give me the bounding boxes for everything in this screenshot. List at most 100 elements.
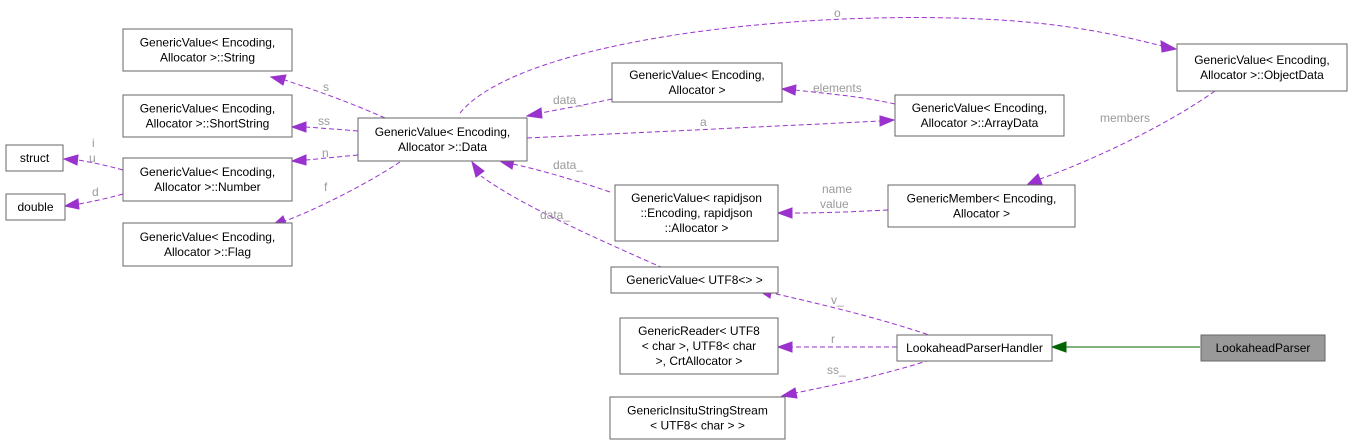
node-label-line: GenericMember< Encoding, — [907, 192, 1057, 206]
node-label-line: Allocator >::ShortString — [146, 117, 270, 131]
node-box — [122, 157, 293, 202]
node-box — [1200, 334, 1326, 362]
node-number[interactable]: GenericValue< Encoding,Allocator >::Numb… — [122, 157, 293, 202]
node-label-line: < char >, UTF8< char — [642, 339, 756, 353]
edge-label-s: s — [323, 80, 329, 94]
edge-label-i: i — [92, 136, 95, 150]
node-box — [357, 117, 528, 162]
edge-label-data-gv: data_ — [553, 93, 583, 107]
edge-label-u: u — [89, 151, 96, 165]
edge-label-o: o — [834, 6, 841, 20]
edge-label-d: d — [92, 185, 99, 199]
edge-label-v: v_ — [831, 293, 844, 307]
node-box — [609, 396, 786, 440]
edge-n: n — [290, 146, 359, 166]
node-label-line: Allocator >::String — [160, 51, 255, 65]
node-data[interactable]: GenericValue< Encoding,Allocator >::Data — [357, 117, 528, 162]
node-label-line: LookaheadParser — [1216, 341, 1311, 355]
node-box — [5, 193, 66, 221]
node-box — [619, 317, 779, 375]
node-label-line: GenericValue< Encoding, — [912, 101, 1048, 115]
node-box — [894, 94, 1065, 137]
node-struct[interactable]: struct — [5, 144, 64, 172]
edge-d: d — [63, 185, 124, 210]
node-string[interactable]: GenericValue< Encoding,Allocator >::Stri… — [122, 28, 293, 72]
node-box — [122, 222, 293, 267]
node-label-line: ::Encoding, rapidjson — [640, 206, 752, 220]
node-insitu-string-stream[interactable]: GenericInsituStringStream< UTF8< char > … — [609, 396, 786, 440]
node-label-line: >, CrtAllocator > — [656, 354, 743, 368]
edge-label-name: name — [822, 182, 852, 196]
edge-data-utf8: data_ — [471, 160, 664, 269]
edge-members: members — [1025, 90, 1216, 186]
node-label-line: GenericValue< Encoding, — [140, 36, 276, 50]
node-label-line: Allocator >::Number — [154, 180, 260, 194]
node-lookahead-parser[interactable]: LookaheadParser — [1200, 334, 1326, 362]
node-generic-value[interactable]: GenericValue< Encoding,Allocator > — [611, 62, 783, 103]
edge-ss: ss_ — [780, 359, 931, 399]
node-label-line: < UTF8< char > > — [650, 419, 745, 433]
node-label-line: double — [17, 200, 53, 214]
node-label-line: Allocator > — [668, 83, 725, 97]
node-generic-value-utf8[interactable]: GenericValue< UTF8<> > — [610, 266, 779, 294]
node-generic-reader[interactable]: GenericReader< UTF8< char >, UTF8< char>… — [619, 317, 779, 375]
node-flag[interactable]: GenericValue< Encoding,Allocator >::Flag — [122, 222, 293, 267]
node-label-line: GenericValue< Encoding, — [140, 102, 276, 116]
node-generic-member[interactable]: GenericMember< Encoding,Allocator > — [887, 184, 1076, 228]
edge-data-rapidjson: data_ — [498, 158, 611, 193]
node-box — [1176, 43, 1348, 92]
edge-name-value: name value — [776, 182, 889, 219]
node-label-line: GenericReader< UTF8 — [638, 324, 760, 338]
edge-label-data-utf8: data_ — [540, 208, 570, 222]
edge-elements: elements — [780, 81, 896, 105]
edge-a: a — [526, 115, 896, 139]
nodes-layer: LookaheadParserLookaheadParserHandlerGen… — [5, 28, 1348, 440]
node-label-line: GenericValue< Encoding, — [629, 68, 765, 82]
node-double[interactable]: double — [5, 193, 66, 221]
node-label-line: Allocator > — [953, 207, 1010, 221]
node-box — [122, 28, 293, 72]
node-label-line: Allocator >::ObjectData — [1200, 68, 1324, 82]
node-label-line: GenericInsituStringStream — [627, 404, 768, 418]
node-array-data[interactable]: GenericValue< Encoding,Allocator >::Arra… — [894, 94, 1065, 137]
edge-o: o — [459, 6, 1178, 114]
edge-inherit — [1050, 341, 1200, 353]
edge-ss-short: ss — [290, 114, 359, 133]
node-label-line: Allocator >::ArrayData — [921, 116, 1039, 130]
edge-label-value: value — [820, 197, 849, 211]
node-generic-value-rapidjson[interactable]: GenericValue< rapidjson::Encoding, rapid… — [614, 184, 779, 242]
edge-iu: i u — [62, 136, 124, 171]
node-short-string[interactable]: GenericValue< Encoding,Allocator >::Shor… — [122, 94, 293, 138]
node-box — [896, 334, 1053, 362]
edge-label-ss-short: ss — [318, 114, 330, 128]
node-object-data[interactable]: GenericValue< Encoding,Allocator >::Obje… — [1176, 43, 1348, 92]
node-label-line: GenericValue< rapidjson — [631, 191, 762, 205]
node-label-line: LookaheadParserHandler — [906, 341, 1043, 355]
edge-label-f: f — [324, 180, 328, 194]
node-label-line: struct — [20, 151, 50, 165]
edge-r: r — [776, 332, 897, 353]
edge-label-data-rapidjson: data_ — [553, 158, 583, 172]
node-label-line: Allocator >::Data — [398, 140, 487, 154]
node-label-line: GenericValue< Encoding, — [140, 230, 276, 244]
node-label-line: GenericValue< Encoding, — [140, 165, 276, 179]
node-label-line: GenericValue< Encoding, — [1194, 53, 1330, 67]
node-box — [122, 94, 293, 138]
node-box — [610, 266, 779, 294]
edge-v: v_ — [756, 287, 936, 338]
edge-label-a: a — [700, 115, 707, 129]
edge-label-members: members — [1100, 111, 1150, 125]
node-label-line: GenericValue< UTF8<> > — [626, 273, 763, 287]
edge-label-n: n — [322, 146, 329, 160]
node-box — [5, 144, 64, 172]
edge-label-elements: elements — [813, 81, 862, 95]
node-label-line: ::Allocator > — [665, 221, 729, 235]
edge-label-ss: ss_ — [827, 363, 846, 377]
node-lookahead-parser-handler[interactable]: LookaheadParserHandler — [896, 334, 1053, 362]
edge-label-r: r — [831, 332, 835, 346]
node-box — [611, 62, 783, 103]
node-label-line: GenericValue< Encoding, — [375, 125, 511, 139]
node-box — [614, 184, 779, 242]
node-box — [887, 184, 1076, 228]
edge-s: s — [269, 74, 386, 119]
